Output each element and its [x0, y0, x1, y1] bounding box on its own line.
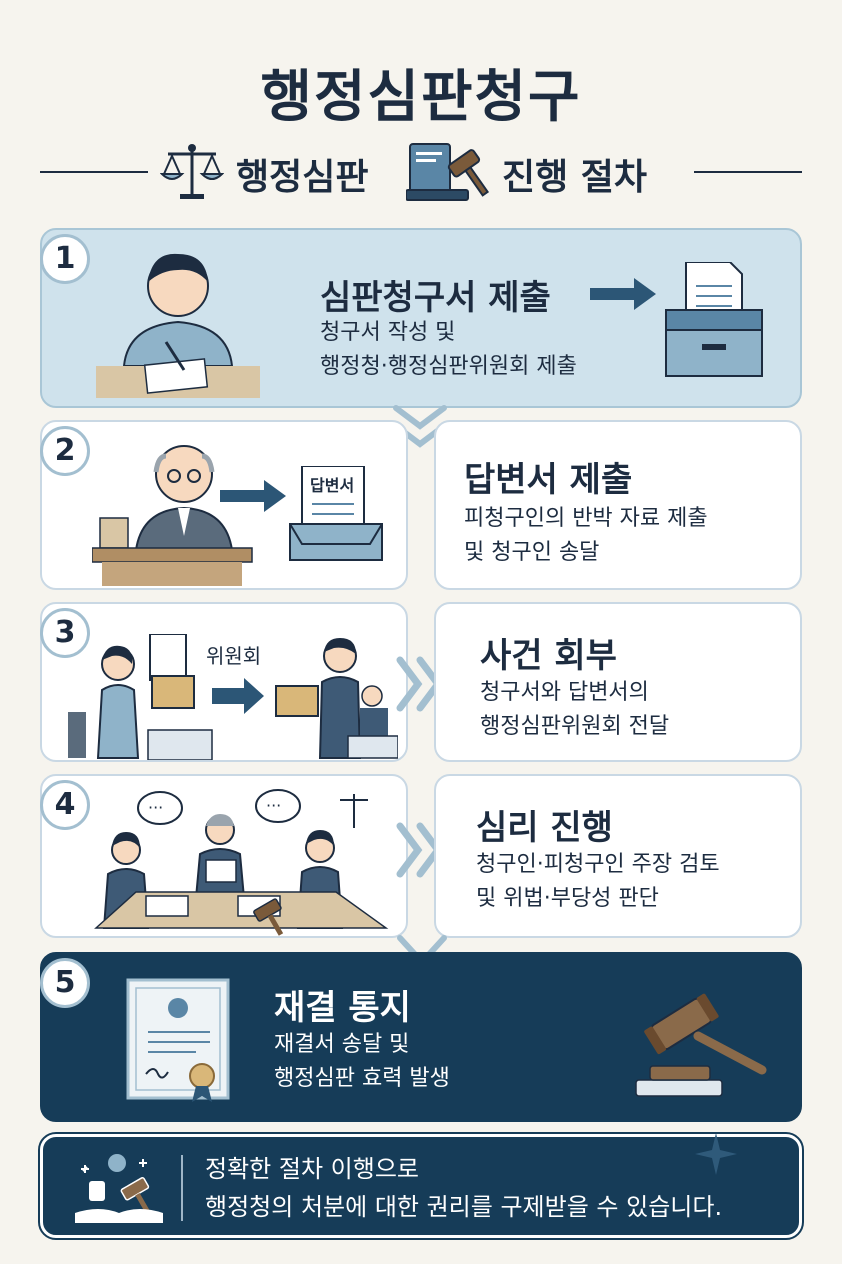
step-description-line: 피청구인의 반박 자료 제출: [464, 506, 708, 531]
left-rule: [40, 171, 148, 173]
sparkle-icon: [693, 1131, 739, 1177]
committee-label: 위원회: [206, 644, 262, 668]
writer-illustration: [96, 242, 260, 398]
step-heading: 심리 진행: [476, 808, 613, 848]
step-4-illustration-card: ··· ··· 4: [40, 774, 408, 938]
step-number: 2: [40, 426, 90, 476]
subtitle-row: 행정심판 진행 절차: [40, 138, 802, 204]
step-description-line: 행정심판위원회 전달: [480, 714, 670, 739]
step-description-line: 청구서와 답변서의: [480, 680, 649, 705]
scales-icon: [160, 140, 224, 202]
footer-divider: [181, 1155, 183, 1221]
step-heading: 심판청구서 제출: [320, 278, 551, 318]
step-number: 1: [40, 234, 90, 284]
footer-line: 정확한 절차 이행으로: [205, 1155, 419, 1183]
hearing-illustration: ··· ···: [86, 788, 406, 938]
book-gavel-icon: [406, 138, 492, 204]
step-description-line: 및 청구인 송달: [464, 540, 600, 565]
svg-text:···: ···: [148, 798, 163, 817]
official-illustration: [92, 436, 262, 588]
certificate-icon: [126, 978, 234, 1104]
step-2-text-card: 답변서 제출 피청구인의 반박 자료 제출 및 청구인 송달: [434, 420, 802, 590]
step-3-text-card: 사건 회부 청구서와 답변서의 행정심판위원회 전달: [434, 602, 802, 762]
step-4-text-card: 심리 진행 청구인·피청구인 주장 검토 및 위법·부당성 판단: [434, 774, 802, 938]
step-heading: 답변서 제출: [464, 460, 633, 500]
subtitle-part1: 행정심판: [236, 157, 369, 198]
step-number: 5: [40, 958, 90, 1008]
svg-text:···: ···: [266, 796, 281, 815]
subtitle-part2: 진행 절차: [502, 157, 648, 198]
step-description-line: 청구인·피청구인 주장 검토: [476, 852, 720, 877]
step-heading: 사건 회부: [480, 636, 617, 676]
answer-tray-icon: [288, 466, 384, 562]
step-number: 3: [40, 608, 90, 658]
justice-icon: [73, 1151, 169, 1225]
step-description-line: 재결서 송달 및: [274, 1032, 410, 1057]
step-heading: 재결 통지: [274, 988, 411, 1028]
arrow-right-icon: [220, 478, 288, 514]
right-rule: [694, 171, 802, 173]
gavel-icon: [632, 982, 772, 1098]
footer-line: 행정청의 처분에 대한 권리를 구제받을 수 있습니다.: [205, 1193, 723, 1221]
footer-banner: 정확한 절차 이행으로 행정청의 처분에 대한 권리를 구제받을 수 있습니다.: [38, 1131, 804, 1240]
step-5-card: 5 재결 통지 재결서 송달 및 행정심판 효력 발생: [40, 952, 802, 1122]
step-description-line: 행정심판 효력 발생: [274, 1066, 450, 1091]
step-description-line: 행정청·행정심판위원회 제출: [320, 354, 577, 379]
transfer-illustration: [68, 634, 398, 760]
inbox-icon: [664, 262, 764, 380]
step-3-illustration-card: 위원회 3: [40, 602, 408, 762]
tray-label: 답변서: [310, 476, 355, 495]
page-title: 행정심판청구: [260, 65, 582, 130]
step-description-line: 및 위법·부당성 판단: [476, 886, 659, 911]
step-number: 4: [40, 780, 90, 830]
step-1-card: 1 심판청구서 제출 청구서 작성 및 행정청·행정심판위원회 제출: [40, 228, 802, 408]
arrow-right-icon: [590, 276, 658, 312]
step-2-illustration-card: 답변서 2: [40, 420, 408, 590]
step-description-line: 청구서 작성 및: [320, 320, 456, 345]
